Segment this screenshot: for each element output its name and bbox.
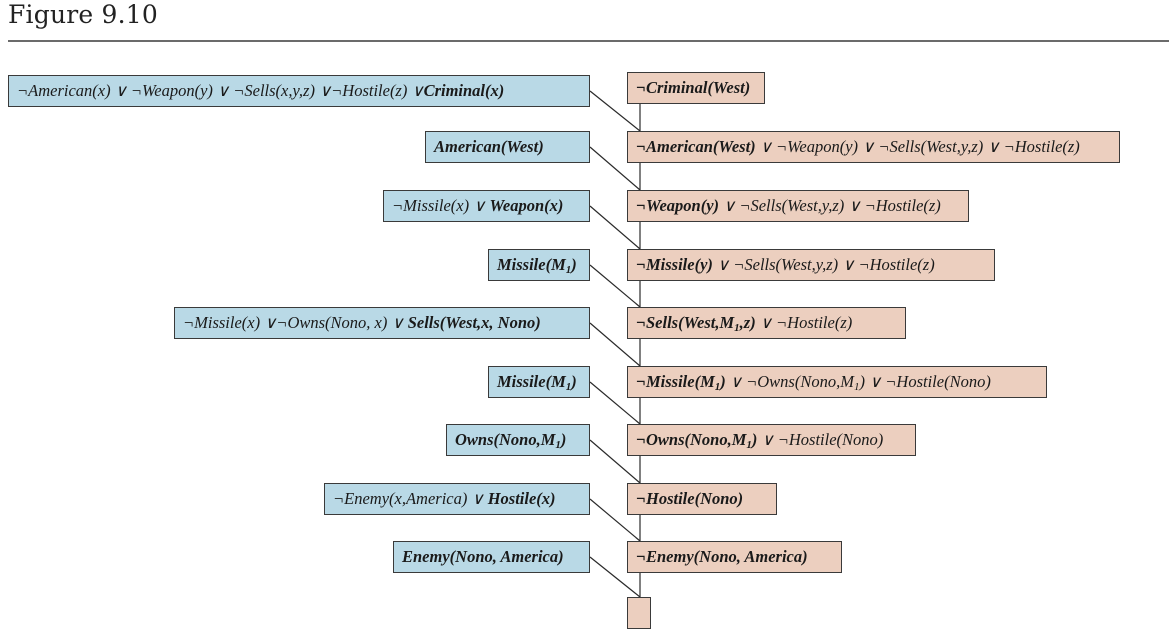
- premise-clause-3: ¬Missile(x) ∨ Weapon(x): [383, 190, 590, 222]
- clause-text: ∨ ¬Weapon(y) ∨ ¬Sells(West,y,z) ∨ ¬Hosti…: [755, 137, 1080, 156]
- clause-text: Enemy(Nono, America): [402, 547, 564, 566]
- clause-text: ¬Missile(M: [636, 372, 715, 391]
- goal-clause-1: ¬Criminal(West): [627, 72, 765, 104]
- clause-text: Sells(West,x, Nono): [407, 313, 541, 332]
- clause-text: ¬Missile(y): [636, 255, 713, 274]
- clause-text: ∨ ¬Hostile(z): [755, 313, 853, 332]
- clause-text: Criminal(x): [423, 81, 505, 100]
- goal-clause-8: ¬Hostile(Nono): [627, 483, 777, 515]
- clause-text: 1: [746, 439, 752, 451]
- premise-link-line: [589, 556, 641, 598]
- goal-clause-5: ¬Sells(West,M1,z) ∨ ¬Hostile(z): [627, 307, 906, 339]
- premise-clause-8: ¬Enemy(x,America) ∨ Hostile(x): [324, 483, 590, 515]
- clause-text: ¬American(West): [636, 137, 756, 156]
- clause-text: ): [720, 372, 726, 391]
- clause-text: 1: [565, 381, 572, 393]
- goal-clause-6: ¬Missile(M1) ∨ ¬Owns(Nono,M1) ∨ ¬Hostile…: [627, 366, 1047, 398]
- clause-text: ∨: [411, 81, 424, 100]
- clause-text: ∨ ¬Sells(West,y,z) ∨ ¬Hostile(z): [712, 255, 935, 274]
- clause-text: 1: [853, 381, 860, 393]
- clause-text: ¬Missile(x) ∨: [392, 196, 490, 215]
- clause-text: ∨ ¬Sells(West,y,z) ∨ ¬Hostile(z): [719, 196, 941, 215]
- clause-text: ¬Owns(Nono,M: [636, 430, 747, 449]
- clause-text: American(West): [434, 137, 544, 156]
- clause-text: ∨ ¬Owns(Nono,M: [725, 372, 854, 391]
- clause-text: ∨ ¬Hostile(Nono): [757, 430, 884, 449]
- figure-title: Figure 9.10: [8, 0, 159, 29]
- premise-clause-6: Missile(M1): [488, 366, 590, 398]
- premise-clause-7: Owns(Nono,M1): [446, 424, 590, 456]
- clause-text: Owns(Nono,M: [455, 430, 556, 449]
- goal-clause-9: ¬Enemy(Nono, America): [627, 541, 842, 573]
- empty-clause: [627, 597, 651, 629]
- clause-text: ¬American(x) ∨ ¬Weapon(y) ∨ ¬Sells(x,y,z…: [17, 81, 412, 100]
- clause-text: ): [560, 430, 567, 449]
- premise-clause-2: American(West): [425, 131, 590, 163]
- clause-text: ¬Weapon(y): [636, 196, 720, 215]
- goal-clause-2: ¬American(West) ∨ ¬Weapon(y) ∨ ¬Sells(We…: [627, 131, 1120, 163]
- clause-text: ¬Criminal(West): [636, 78, 751, 97]
- premise-clause-1: ¬American(x) ∨ ¬Weapon(y) ∨ ¬Sells(x,y,z…: [8, 75, 590, 107]
- premise-clause-4: Missile(M1): [488, 249, 590, 281]
- premise-link-line: [589, 205, 641, 250]
- clause-text: Hostile(x): [487, 489, 556, 508]
- clause-text: ¬Enemy(Nono, America): [636, 547, 808, 566]
- clause-text: 1: [555, 439, 561, 451]
- clause-text: ¬Sells(West,M: [636, 313, 735, 332]
- premise-link-line: [589, 146, 641, 191]
- clause-text: ¬Enemy(x,America) ∨: [333, 489, 488, 508]
- premise-link-line: [589, 498, 641, 542]
- connector-lines: [589, 90, 641, 598]
- clause-text: Missile(M: [497, 255, 566, 274]
- clause-text: Missile(M: [497, 372, 566, 391]
- premise-link-line: [589, 90, 641, 132]
- premise-clause-9: Enemy(Nono, America): [393, 541, 590, 573]
- clause-text: ¬Hostile(Nono): [636, 489, 744, 508]
- clause-text: 1: [714, 381, 721, 393]
- clause-text: 1: [565, 264, 572, 276]
- goal-clause-4: ¬Missile(y) ∨ ¬Sells(West,y,z) ∨ ¬Hostil…: [627, 249, 995, 281]
- clause-text: ) ∨ ¬Hostile(Nono): [859, 372, 991, 391]
- clause-text: ): [571, 255, 577, 274]
- clause-text: ): [571, 372, 577, 391]
- premise-clause-5: ¬Missile(x) ∨¬Owns(Nono, x) ∨ Sells(West…: [174, 307, 590, 339]
- clause-text: ¬Missile(x) ∨¬Owns(Nono, x) ∨: [183, 313, 408, 332]
- premise-link-line: [589, 381, 641, 425]
- clause-text: 1: [734, 322, 740, 334]
- premise-link-line: [589, 439, 641, 484]
- goal-clause-7: ¬Owns(Nono,M1) ∨ ¬Hostile(Nono): [627, 424, 916, 456]
- goal-clause-3: ¬Weapon(y) ∨ ¬Sells(West,y,z) ∨ ¬Hostile…: [627, 190, 969, 222]
- premise-link-line: [589, 264, 641, 308]
- clause-text: Weapon(x): [489, 196, 564, 215]
- title-divider: [8, 40, 1169, 42]
- clause-text: ): [751, 430, 758, 449]
- premise-link-line: [589, 322, 641, 367]
- clause-text: ,z): [739, 313, 756, 332]
